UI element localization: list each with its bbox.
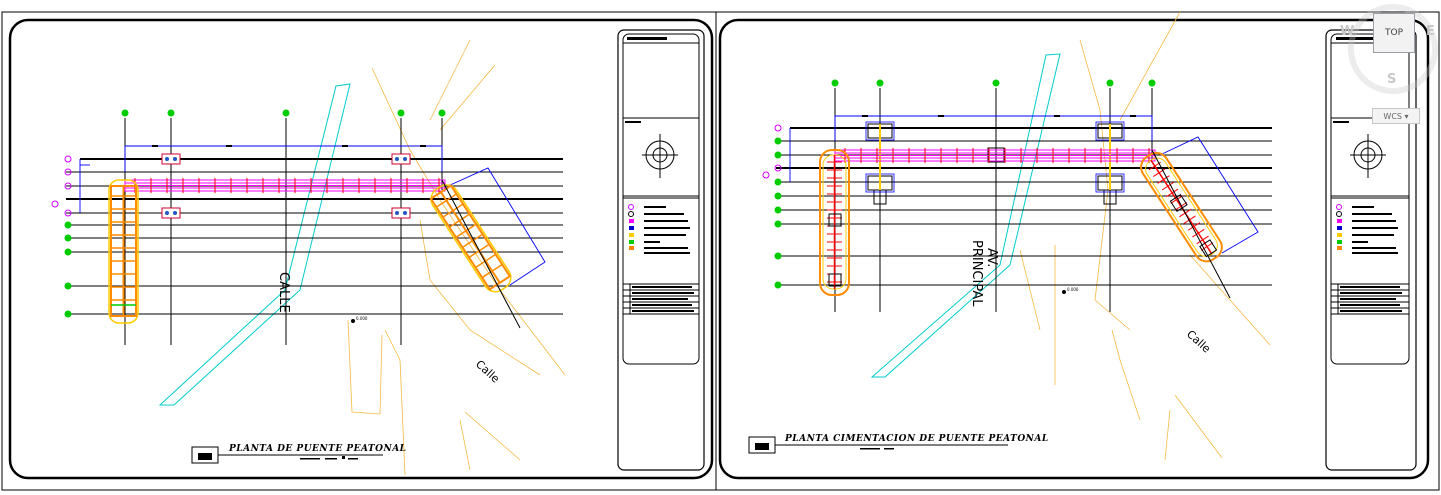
right-axis-marker-icon: [774, 79, 1156, 289]
right-level-mark: 0.000: [1067, 287, 1079, 292]
left-title-group: PLANTA DE PUENTE PEATONAL: [191, 444, 407, 464]
left-stair-diagonal: [429, 184, 512, 293]
viewport-frame: [1, 11, 1440, 491]
right-stair-vertical: [819, 149, 850, 296]
left-legend: [628, 204, 690, 254]
left-title-block: [617, 29, 705, 471]
right-curb: [870, 53, 1061, 378]
viewcube-east[interactable]: E: [1426, 24, 1435, 39]
left-dim-ticks: [152, 145, 426, 147]
right-terrain-lines: [1019, 11, 1271, 461]
viewcube-compass-ring[interactable]: [1348, 4, 1438, 94]
left-bridge-deck: [124, 178, 446, 193]
right-sheet-border: [718, 18, 1430, 480]
right-foundation-deck: [834, 148, 1156, 163]
right-level-marker-icon: [762, 124, 782, 179]
viewcube[interactable]: W E S TOP WCS ▾: [1340, 4, 1440, 124]
left-north-arrow-icon: [642, 134, 678, 178]
ucs-label: WCS: [1383, 111, 1402, 121]
left-axis-marker-icon: [64, 109, 446, 318]
left-revision-table: [623, 284, 699, 315]
left-sheet-title: PLANTA DE PUENTE PEATONAL: [228, 444, 407, 454]
viewcube-top-face[interactable]: TOP: [1373, 13, 1415, 53]
left-level-marker-icon: [51, 155, 72, 217]
left-street-label-calle: CALLE: [276, 272, 291, 313]
right-revision-table: [1331, 284, 1409, 315]
right-dimensions: [789, 115, 1259, 254]
left-terrain-lines: [347, 39, 566, 476]
right-stair-diagonal: [1140, 151, 1223, 263]
left-title-panel: [622, 33, 700, 365]
chevron-down-icon: ▾: [1404, 111, 1409, 121]
left-road-lines: [66, 158, 563, 315]
right-dim-ticks: [862, 115, 1136, 117]
right-title-group: PLANTA CIMENTACION DE PUENTE PEATONAL: [748, 434, 1049, 454]
right-footings: [867, 123, 1123, 205]
left-sheet-border: [8, 18, 714, 480]
viewcube-west[interactable]: W: [1340, 24, 1355, 39]
right-legend: [1336, 204, 1398, 254]
left-stair-vertical: [108, 179, 139, 324]
left-dimensions: [79, 145, 546, 286]
left-curb: [158, 83, 351, 406]
right-sheet-title: PLANTA CIMENTACION DE PUENTE PEATONAL: [784, 434, 1049, 444]
left-columns: [161, 153, 411, 219]
right-sheet: AV. PRINCIPAL Calle 0.000 PLANTA CIMENTA…: [718, 11, 1430, 480]
viewcube-south[interactable]: S: [1387, 72, 1397, 87]
left-street-label-calle-2: Calle: [473, 358, 502, 386]
right-street-label-principal: PRINCIPAL: [969, 240, 984, 307]
right-street-label-av: AV.: [984, 248, 999, 267]
right-north-arrow-icon: [1350, 134, 1386, 178]
ucs-menu-button[interactable]: WCS ▾: [1372, 108, 1420, 124]
right-street-label-calle: Calle: [1184, 328, 1213, 356]
left-level-mark: 0.000: [356, 316, 368, 321]
left-sheet: CALLE Calle 0.000 PLANTA DE PUENTE PEATO…: [8, 18, 714, 480]
